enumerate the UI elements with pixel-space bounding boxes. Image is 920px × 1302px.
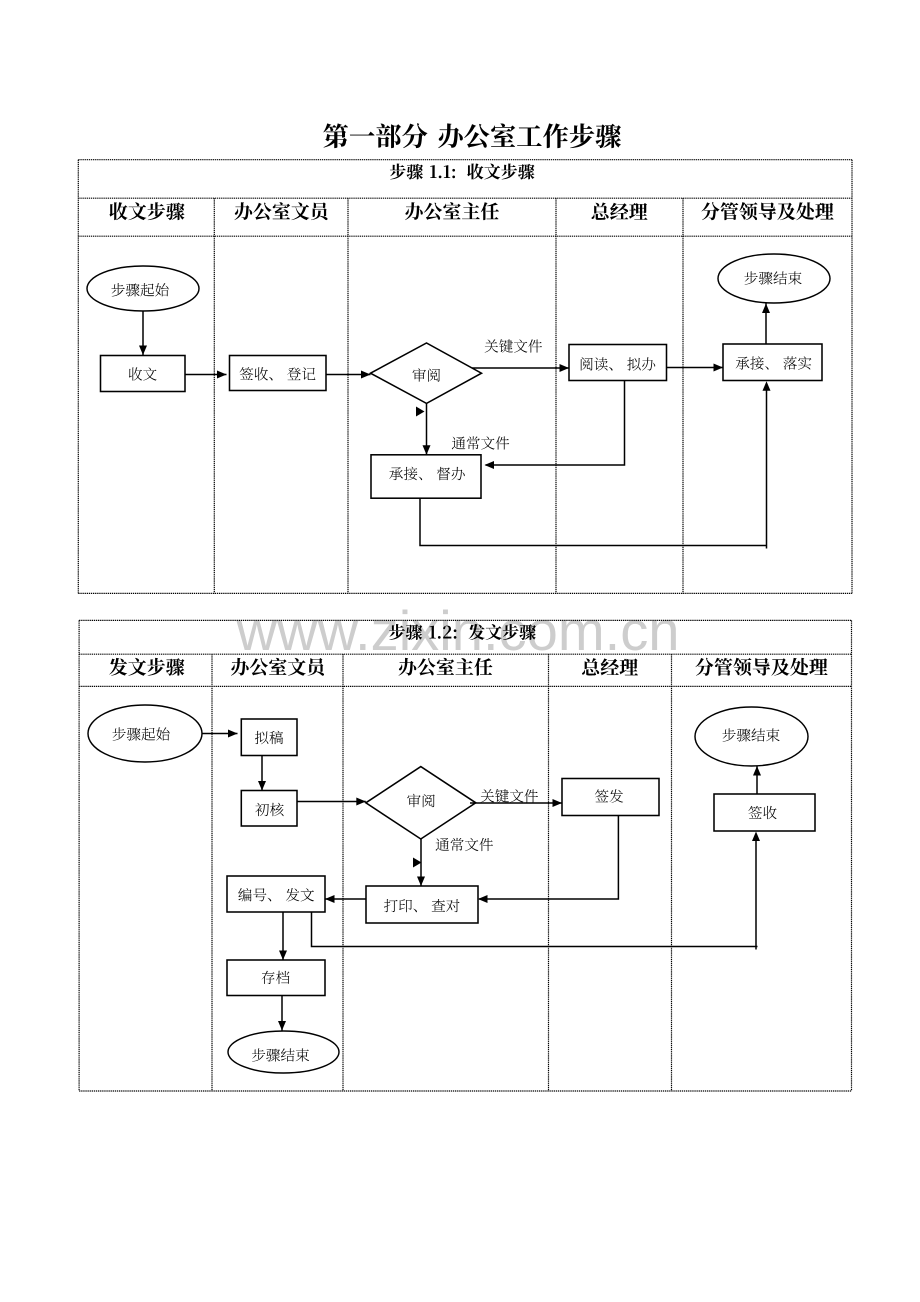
svg-text:www.zixin.com.cn: www.zixin.com.cn xyxy=(235,599,679,662)
